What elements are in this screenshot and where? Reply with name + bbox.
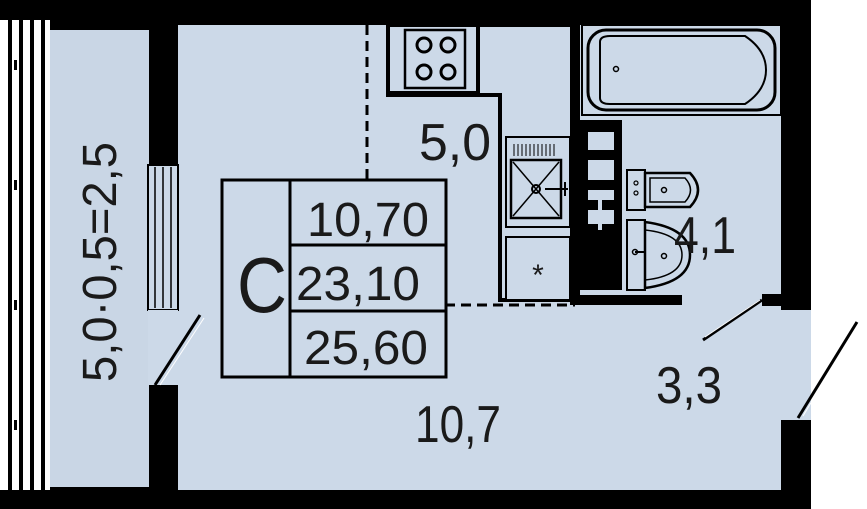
bathtub-icon (581, 24, 782, 116)
balcony-floor (50, 30, 149, 487)
balcony-door-leaf (153, 314, 202, 386)
exterior-notch (811, 0, 867, 509)
washbasin-icon (626, 219, 692, 291)
balcony-railing (0, 20, 50, 490)
bathroom-door-leaf (702, 298, 763, 342)
kitchen-area-label: 5,0 (419, 114, 491, 172)
toilet-icon (626, 169, 700, 211)
living-room-area-label: 10,7 (415, 396, 501, 454)
hallway-area-label: 3,3 (656, 357, 722, 415)
bathroom-bottom-wall (575, 295, 682, 305)
window (147, 164, 179, 311)
fridge-symbol: * (532, 259, 544, 292)
living-area-value: 10,70 (307, 194, 429, 247)
entrance-door-jamb (788, 420, 811, 490)
bathroom-area-label: 4,1 (674, 207, 736, 265)
entrance-door-leaf (796, 321, 859, 419)
bathroom-left-wall (570, 25, 580, 305)
entrance-gap-outer (811, 310, 867, 420)
fridge-icon (505, 236, 571, 301)
total-area-value: 23,10 (296, 258, 420, 311)
stove-icon (403, 28, 467, 90)
kitchen-sink-icon (505, 136, 571, 228)
area-table (220, 178, 448, 379)
balcony-area-label: 5,0·0,5=2,5 (74, 142, 127, 382)
total-with-balcony-value: 25,60 (304, 322, 428, 375)
bathroom-shaft (580, 120, 622, 290)
unit-type-label: С (237, 241, 287, 329)
bathroom-door-stub (762, 294, 781, 306)
